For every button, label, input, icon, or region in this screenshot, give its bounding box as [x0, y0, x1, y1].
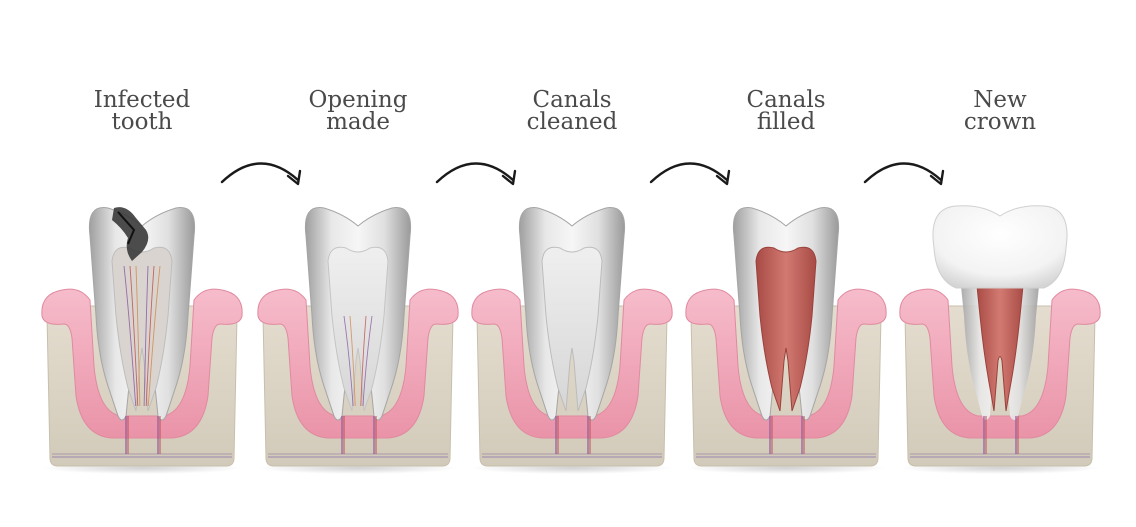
open-pulp-chamber	[327, 246, 389, 412]
step-label-line1: New	[973, 87, 1027, 113]
step-arrow-2	[435, 162, 517, 186]
gum-tissue	[41, 288, 243, 439]
cleaned-canals	[541, 246, 603, 412]
gum-tissue	[685, 288, 887, 439]
canal-filling	[975, 275, 1025, 412]
gum-tissue	[899, 288, 1101, 439]
step-label-line1: Canals	[747, 87, 826, 113]
step-label-line1: Canals	[533, 87, 612, 113]
nerve-fibers	[123, 265, 161, 407]
root-vessels	[983, 416, 1019, 454]
root-vessels	[125, 416, 161, 454]
step-label-line2: tooth	[112, 109, 173, 135]
step-label-line2: filled	[757, 109, 816, 135]
step-arrow-1	[220, 162, 302, 186]
canal-filling	[755, 246, 817, 412]
step-label-line2: crown	[964, 109, 1036, 135]
decay-cavity	[112, 207, 149, 261]
decay-crack	[117, 211, 136, 245]
nerve-fibers	[343, 315, 373, 407]
gum-tissue	[257, 288, 459, 439]
gum-tissue	[471, 288, 673, 439]
step-label-line1: Opening	[309, 87, 408, 113]
new-crown	[932, 205, 1068, 289]
step-label-line1: Infected	[94, 87, 191, 113]
step-label-line2: cleaned	[527, 109, 618, 135]
step-arrow-3	[649, 162, 731, 186]
step-label-line2: made	[326, 109, 390, 135]
root-vessels	[341, 416, 377, 454]
step-arrow-4	[863, 162, 945, 186]
root-vessels	[769, 416, 805, 454]
root-vessels	[555, 416, 591, 454]
